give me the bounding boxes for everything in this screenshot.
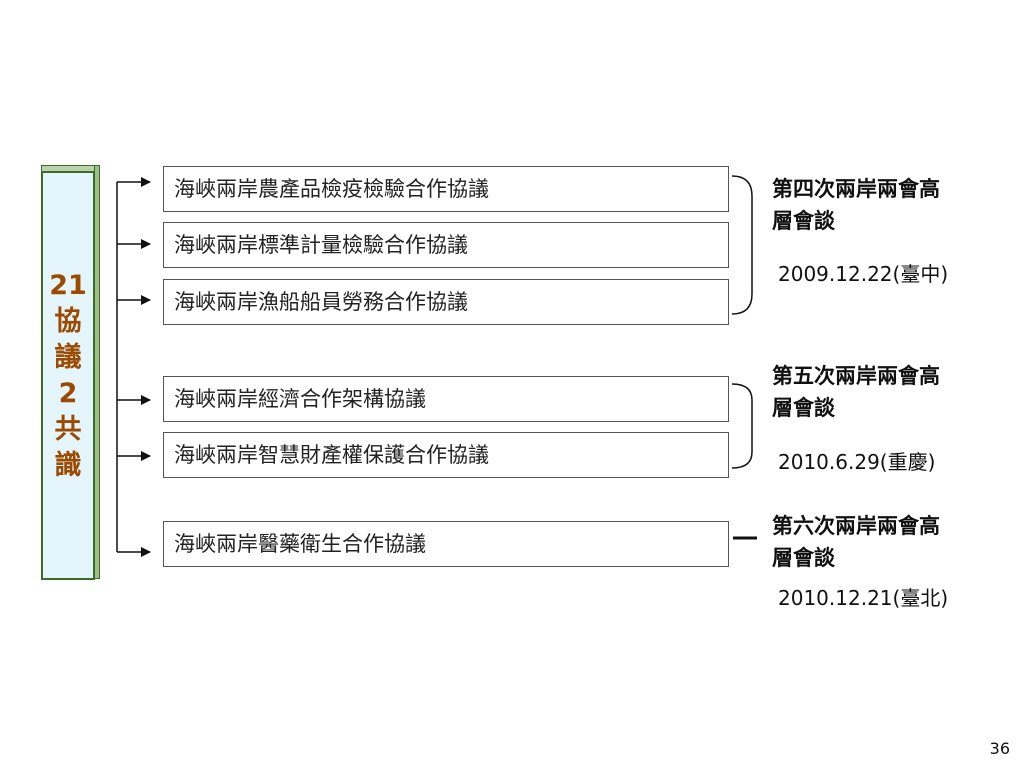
summary-line-6: 識 (54, 449, 82, 481)
bracket-session-5 (731, 383, 753, 469)
bracket-session-4 (731, 175, 753, 315)
session-5-date: 2010.6.29(重慶) (778, 450, 936, 474)
session-5-title-line-1: 第五次兩岸兩會高 (772, 364, 940, 388)
session-5-title: 第五次兩岸兩會高 層會談 (772, 360, 1012, 424)
session-5-title-line-2: 層會談 (772, 396, 835, 420)
summary-line-1: 21 (49, 269, 87, 301)
summary-line-4: 2 (58, 377, 78, 409)
session-4-date: 2009.12.22(臺中) (778, 262, 949, 286)
session-6-title-line-1: 第六次兩岸兩會高 (772, 514, 940, 538)
agreement-box-6: 海峽兩岸醫藥衛生合作協議 (163, 521, 729, 567)
session-4-title-line-2: 層會談 (772, 209, 835, 233)
agreement-box-4: 海峽兩岸經濟合作架構協議 (163, 376, 729, 422)
agreement-box-5: 海峽兩岸智慧財產權保護合作協議 (163, 432, 729, 478)
session-4-title-line-1: 第四次兩岸兩會高 (772, 177, 940, 201)
session-6-date: 2010.12.21(臺北) (778, 586, 949, 610)
agreement-box-3: 海峽兩岸漁船船員勞務合作協議 (163, 279, 729, 325)
summary-line-5: 共 (54, 413, 82, 445)
session-6-title: 第六次兩岸兩會高 層會談 (772, 510, 1012, 574)
session-4-title: 第四次兩岸兩會高 層會談 (772, 173, 1012, 237)
summary-line-2: 協 (54, 305, 82, 337)
summary-line-3: 議 (54, 341, 82, 373)
agreement-box-2: 海峽兩岸標準計量檢驗合作協議 (163, 222, 729, 268)
summary-box-front: 21 協 議 2 共 識 (41, 171, 95, 580)
agreement-box-1: 海峽兩岸農產品檢疫檢驗合作協議 (163, 166, 729, 212)
summary-box: 21 協 議 2 共 識 (41, 165, 101, 581)
page-number: 36 (989, 739, 1010, 758)
session-6-title-line-2: 層會談 (772, 546, 835, 570)
